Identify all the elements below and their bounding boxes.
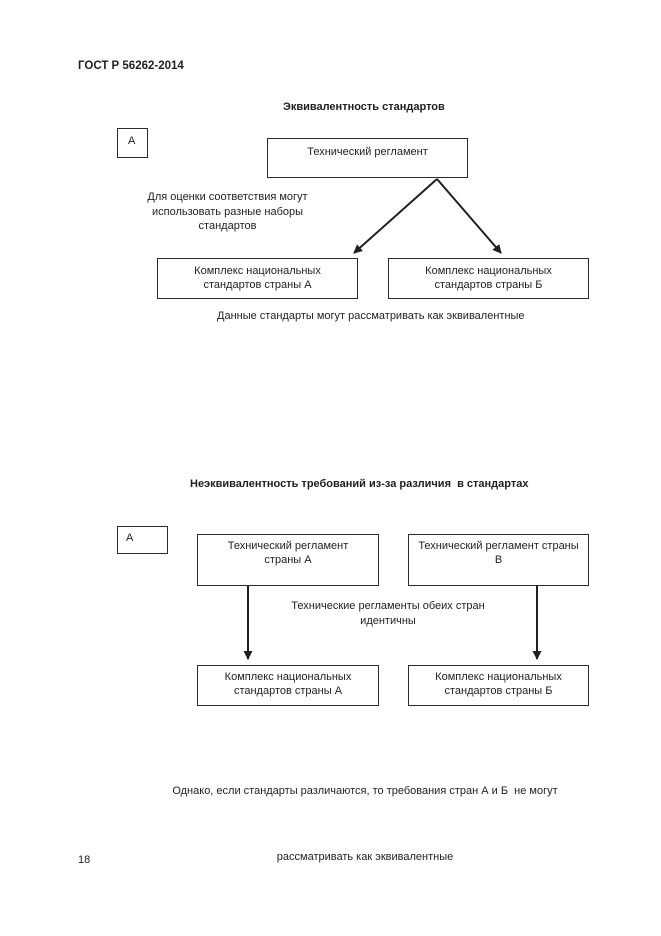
figure1-node-standards-country-a: Комплекс национальных стандартов страны …: [157, 258, 358, 299]
node-label-line: страны А: [264, 554, 312, 566]
note-line: Для оценки соответствия могут: [147, 191, 308, 203]
node-label-line: Комплекс национальных: [435, 671, 562, 683]
node-label-line: Комплекс национальных: [194, 265, 321, 277]
document-title: ГОСТ Р 56262-2014: [78, 60, 184, 72]
node-label-line: стандартов страны А: [233, 685, 343, 697]
figure1-node-technical-regulation: Технический регламент: [267, 138, 468, 178]
figure1-label: А: [128, 135, 136, 147]
note-line: идентичны: [360, 614, 416, 627]
page-number: 18: [78, 854, 91, 866]
node-label-line: Технический регламент: [227, 540, 349, 552]
figure2-label: А: [126, 532, 134, 544]
figure2-node-standards-country-a: Комплекс национальных стандартов страны …: [197, 665, 379, 706]
node-label-line: Технический регламент страны: [418, 540, 579, 552]
figure2-node-standards-country-b: Комплекс национальных стандартов страны …: [408, 665, 589, 706]
node-label-line: В: [494, 554, 503, 566]
node-label: Технический регламент: [307, 146, 428, 158]
figure1-label-box: А: [117, 128, 148, 158]
node-label-line: стандартов страны Б: [444, 685, 553, 697]
figure2-note: Технические регламенты обеих стран идент…: [258, 599, 518, 628]
arrow-regulation-to-country-a: [353, 178, 438, 254]
node-label-line: стандартов страны Б: [434, 279, 543, 291]
figure2-label-box: А: [117, 526, 168, 554]
figure1-node-standards-country-b: Комплекс национальных стандартов страны …: [388, 258, 589, 299]
arrow-regulation-to-country-b: [436, 178, 502, 254]
node-label-line: Комплекс национальных: [425, 265, 552, 277]
figure1-title: Эквивалентность стандартов: [283, 101, 445, 113]
node-label-line: Комплекс национальных: [224, 671, 352, 683]
figure2-title: Неэквивалентность требований из-за разли…: [190, 478, 529, 490]
node-label-line: стандартов страны А: [203, 279, 312, 291]
note-line: стандартов: [198, 220, 257, 232]
figure2-node-regulation-country-b: Технический регламент страны В: [408, 534, 589, 586]
caption-line: Однако, если стандарты различаются, то т…: [172, 785, 558, 797]
figure1-note: Для оценки соответствия могут использова…: [125, 190, 330, 234]
note-line: Технические регламенты обеих стран: [291, 600, 485, 612]
figure2-caption: Однако, если стандарты различаются, то т…: [115, 736, 615, 912]
figure2-node-regulation-country-a: Технический регламент страны А: [197, 534, 379, 586]
caption-line: рассматривать как эквивалентные: [276, 851, 454, 863]
note-line: использовать разные наборы: [151, 205, 304, 218]
figure1-caption: Данные стандарты могут рассматривать как…: [217, 310, 525, 322]
